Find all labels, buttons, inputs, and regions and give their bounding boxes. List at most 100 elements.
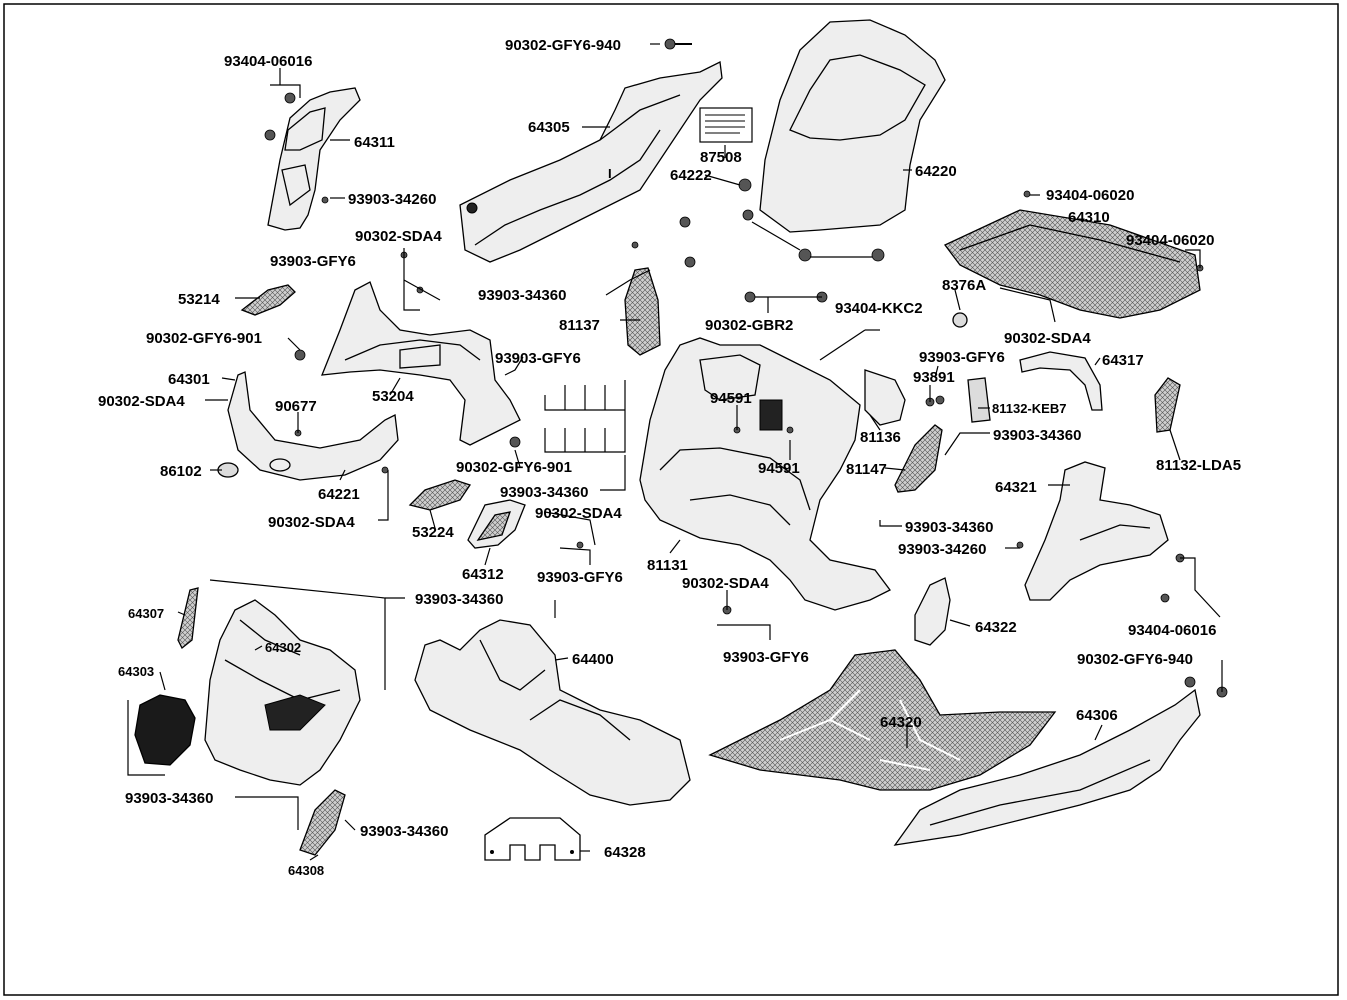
part-label: 64311	[354, 134, 395, 151]
part-label: 93891	[913, 369, 955, 386]
part-label: 64320	[880, 714, 922, 731]
part-label: 93903-34260	[898, 541, 986, 558]
part-label: 81136	[860, 429, 901, 446]
part-label: 81132-LDA5	[1156, 457, 1241, 474]
part-label: 64307	[128, 606, 164, 621]
part-label: 81147	[846, 461, 887, 478]
part-label: 64322	[975, 619, 1017, 636]
part-label: 93903-34360	[500, 484, 588, 501]
part-53204-drawing	[320, 281, 521, 446]
part-label: 8376A	[942, 277, 986, 294]
fasteners	[264, 38, 1228, 698]
part-label: 93404-06016	[224, 53, 312, 70]
part-label: 93903-GFY6	[537, 569, 623, 586]
part-label: 64220	[915, 163, 957, 180]
part-label: 90302-GFY6-940	[505, 37, 621, 54]
part-label: 64222	[670, 167, 712, 184]
part-labels: 93404-06016 64311 93903-34260 90302-GFY6…	[98, 37, 1241, 878]
part-label: 93404-KKC2	[835, 300, 923, 317]
part-64400-drawing	[414, 619, 691, 806]
part-64321-drawing	[1024, 461, 1169, 601]
part-64306-drawing	[893, 676, 1201, 846]
part-label: 53224	[412, 524, 454, 541]
part-64303-drawing	[134, 694, 196, 766]
screw-stack	[544, 380, 626, 453]
part-label: 64302	[265, 640, 301, 655]
part-label: 90302-SDA4	[535, 505, 622, 522]
part-81136-drawing	[864, 369, 906, 426]
part-label: 64221	[318, 486, 360, 503]
part-label: 90302-GFY6-940	[1077, 651, 1193, 668]
diagram-border	[3, 3, 1339, 996]
part-label: 53214	[178, 291, 220, 308]
part-label: 64305	[528, 119, 570, 136]
leader-lines	[127, 43, 1223, 861]
part-label: 81132-KEB7	[992, 401, 1066, 416]
part-64328-drawing	[484, 817, 581, 861]
part-label: 93404-06020	[1126, 232, 1214, 249]
part-label: 93903-34360	[993, 427, 1081, 444]
part-64305-drawing: I	[459, 61, 723, 263]
part-label: 64328	[604, 844, 646, 861]
part-64302-drawing	[204, 599, 361, 786]
part-label: 90302-SDA4	[1004, 330, 1091, 347]
part-label: 64308	[288, 863, 324, 878]
part-label: 90302-SDA4	[268, 514, 355, 531]
part-label: 93903-34360	[478, 287, 566, 304]
part-label: 93903-GFY6	[495, 350, 581, 367]
svg-text:I: I	[608, 166, 612, 181]
part-81132-keb7-drawing	[967, 377, 991, 423]
part-label: 90677	[275, 398, 317, 415]
part-label: 93903-34360	[415, 591, 503, 608]
part-label: 87508	[700, 149, 742, 166]
part-label: 64321	[995, 479, 1037, 496]
part-81147-drawing	[894, 424, 943, 493]
part-87508-drawing	[699, 107, 753, 143]
part-label: 86102	[160, 463, 202, 480]
part-label: 93903-GFY6	[270, 253, 356, 270]
part-64310-drawing	[943, 209, 1201, 319]
part-53224-drawing	[408, 479, 472, 511]
part-label: 90302-SDA4	[355, 228, 442, 245]
part-81131-drawing	[639, 337, 891, 611]
part-label: 93903-34260	[348, 191, 436, 208]
part-label: 90302-SDA4	[682, 575, 769, 592]
part-label: 93903-34360	[360, 823, 448, 840]
part-label: 94591	[758, 460, 800, 477]
part-81132-lda5-drawing	[1154, 377, 1181, 433]
part-64312-drawing	[467, 499, 526, 549]
part-64307-drawing	[177, 587, 199, 650]
part-label: 90302-GFY6-901	[456, 459, 572, 476]
part-label: 81131	[647, 557, 688, 574]
part-label: 93903-34360	[125, 790, 213, 807]
part-53214-drawing	[240, 284, 296, 316]
part-label: 93903-GFY6	[723, 649, 809, 666]
part-64311-drawing	[267, 87, 361, 231]
part-label: 64317	[1102, 352, 1144, 369]
part-label: 90302-GBR2	[705, 317, 793, 334]
part-label: 53204	[372, 388, 414, 405]
part-label: 93404-06016	[1128, 622, 1216, 639]
part-label: 64301	[168, 371, 210, 388]
part-64320-drawing	[708, 649, 1057, 791]
part-label: 90302-GFY6-901	[146, 330, 262, 347]
part-label: 90302-SDA4	[98, 393, 185, 410]
part-label: 64306	[1076, 707, 1118, 724]
part-64220-drawing	[738, 19, 946, 262]
part-label: 64312	[462, 566, 504, 583]
part-64322-drawing	[914, 577, 951, 646]
part-label: 81137	[559, 317, 600, 334]
part-label: 93404-06020	[1046, 187, 1134, 204]
part-label: 93903-34360	[905, 519, 993, 536]
part-64308-drawing	[299, 789, 346, 856]
part-label: 93903-GFY6	[919, 349, 1005, 366]
part-label: 64400	[572, 651, 614, 668]
part-label: 94591	[710, 390, 752, 407]
part-64317-drawing	[1019, 351, 1103, 411]
part-label: 64310	[1068, 209, 1110, 226]
part-64301-drawing	[217, 371, 399, 481]
part-label: 64303	[118, 664, 154, 679]
part-81137-drawing	[624, 267, 661, 356]
